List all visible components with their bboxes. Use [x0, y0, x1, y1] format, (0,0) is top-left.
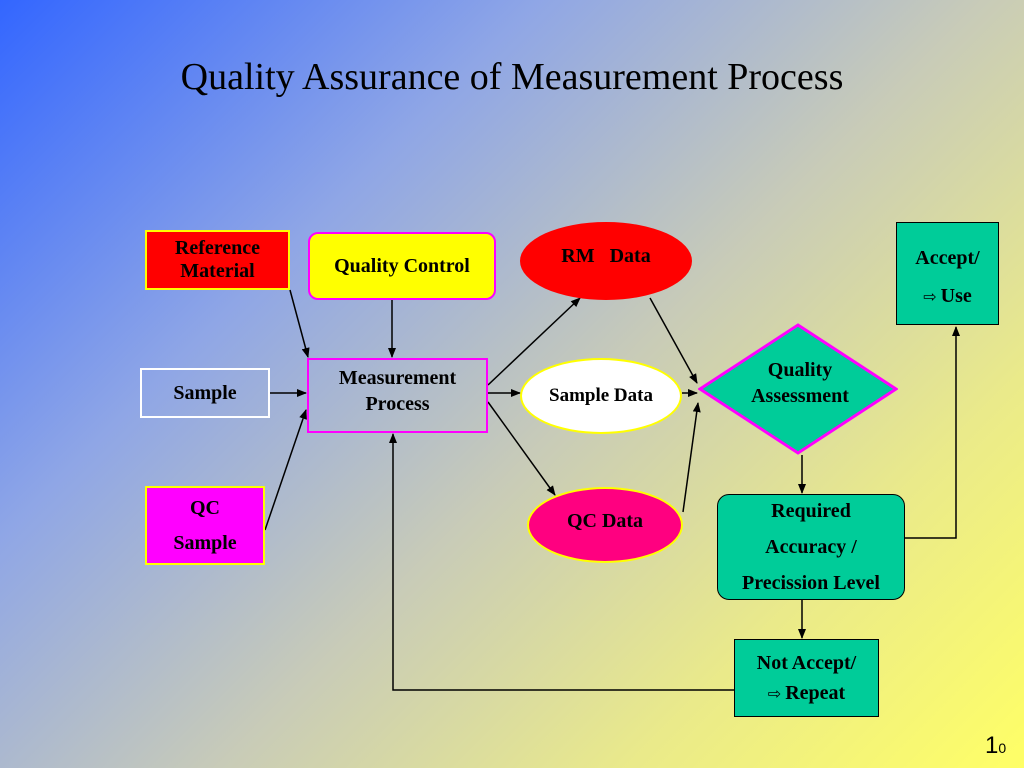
measurement-process-box: Measurement Process — [307, 358, 488, 433]
reference-material-line1: Reference — [174, 237, 261, 259]
qc-sample-line2: Sample — [173, 531, 237, 554]
sample-data-label: Sample Data — [549, 385, 653, 407]
use-label: Use — [940, 285, 972, 307]
page-number: 10 — [985, 732, 1006, 760]
required-accuracy-box: Required Accuracy / Precission Level — [717, 494, 905, 600]
sample-data-ellipse: Sample Data — [520, 358, 682, 434]
arrow-qcdata-to-assessment — [682, 402, 701, 513]
quality-control-label: Quality Control — [334, 254, 470, 277]
qc-data-ellipse: QC Data — [527, 487, 683, 563]
arrow-reference-to-measurement — [289, 289, 310, 358]
arrow-notaccept-to-measurement — [389, 433, 734, 691]
arrow-measurement-to-qcdata — [487, 401, 556, 496]
page-number-main: 1 — [985, 732, 999, 759]
arrow-measurement-to-rmdata — [487, 297, 581, 386]
arrow-qcsample-to-measurement — [264, 409, 307, 531]
quality-control-box: Quality Control — [308, 232, 496, 300]
quality-assessment-line2: Assessment — [751, 385, 849, 407]
reference-material-line2: Material — [180, 260, 255, 282]
qc-sample-box: QC Sample — [145, 486, 265, 565]
reference-material-box: Reference Material — [145, 230, 290, 290]
rm-data-label: RM Data — [561, 244, 651, 267]
qc-sample-line1: QC — [190, 496, 220, 519]
arrow-rmdata-to-assessment — [649, 297, 698, 384]
required-line2: Accuracy / — [765, 536, 857, 558]
arrow-required-to-accept — [905, 326, 960, 539]
measurement-line1: Measurement — [338, 367, 457, 389]
accept-label: Accept/ — [915, 247, 980, 269]
slide-title: Quality Assurance of Measurement Process — [180, 56, 844, 98]
sample-label: Sample — [173, 381, 237, 404]
qc-data-label: QC Data — [566, 509, 644, 532]
quality-assessment-text: Quality Assessment — [720, 355, 880, 420]
required-line3: Precission Level — [742, 572, 880, 594]
accept-use-box: Accept/ ⇨Use — [896, 222, 999, 325]
quality-assessment-diamond — [698, 323, 898, 455]
implies-arrow-icon: ⇨ — [767, 684, 782, 703]
rm-data-ellipse: RM Data — [520, 222, 692, 300]
use-line: ⇨Use — [923, 277, 972, 315]
sample-box: Sample — [140, 368, 270, 418]
page-number-sub: 0 — [998, 740, 1007, 756]
measurement-line2: Process — [365, 393, 430, 415]
required-line1: Required — [771, 500, 851, 522]
quality-assessment-line1: Quality — [767, 359, 833, 381]
repeat-line: ⇨Repeat — [768, 678, 845, 708]
not-accept-repeat-box: Not Accept/ ⇨Repeat — [734, 639, 879, 717]
implies-arrow-icon: ⇨ — [923, 287, 937, 306]
not-accept-label: Not Accept/ — [756, 652, 857, 674]
repeat-label: Repeat — [785, 682, 846, 704]
